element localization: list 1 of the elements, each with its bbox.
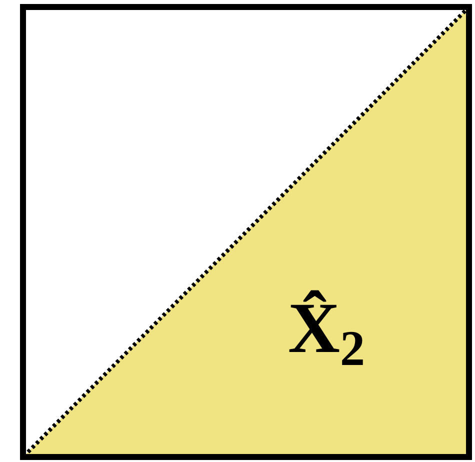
region-label: X̂$_{2}$ (288, 292, 365, 364)
